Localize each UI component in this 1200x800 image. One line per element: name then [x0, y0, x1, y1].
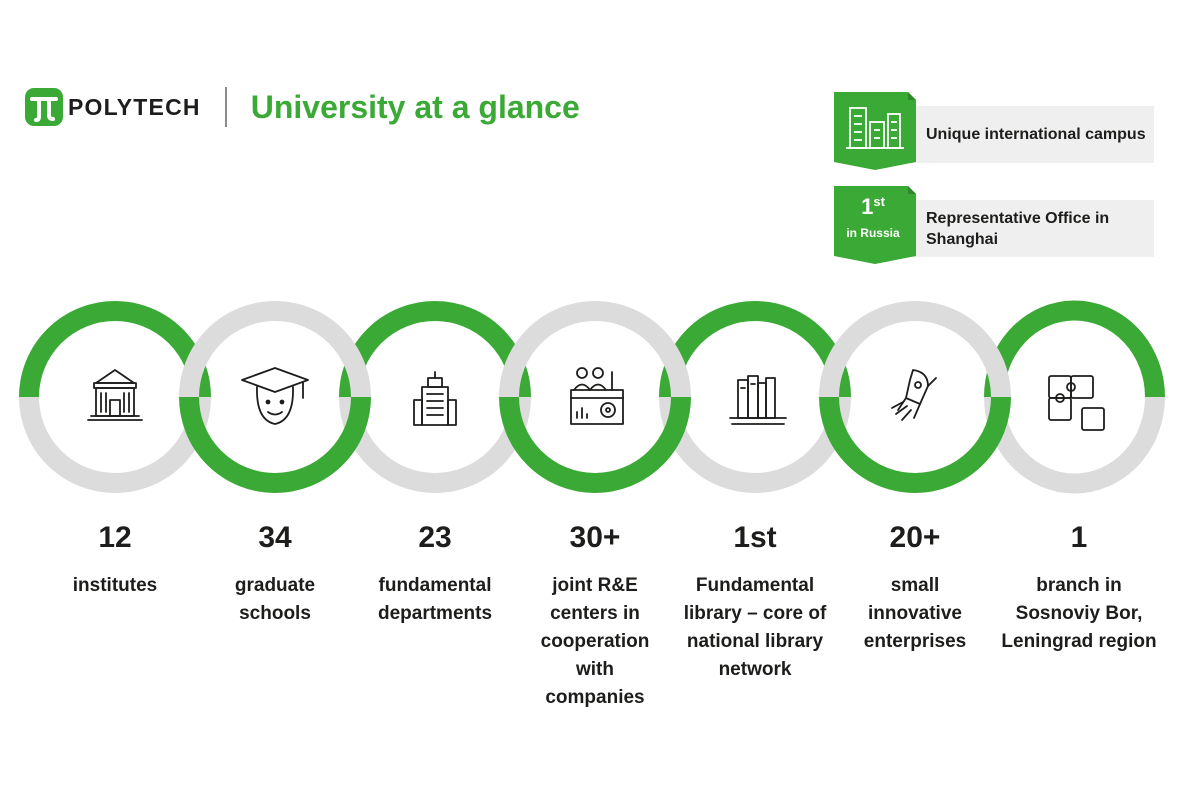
rank-badge: 1st — [861, 194, 885, 219]
stat-label: joint R&E centers in cooperation with co… — [540, 575, 650, 708]
header-divider — [224, 87, 227, 127]
stat-library: 1st Fundamental library – core of nation… — [670, 520, 840, 684]
stat-number: 1 — [1070, 521, 1088, 554]
books-icon — [729, 375, 787, 425]
stat-label: Fundamental library – core of national l… — [683, 575, 827, 680]
graduate-cap-icon — [241, 367, 309, 425]
buildings-icon — [846, 107, 904, 149]
highlight-shanghai-office: 1st in Russia Representative Office in S… — [834, 186, 1154, 264]
ring-library — [659, 301, 851, 493]
page-title: University at a glance — [250, 88, 580, 125]
ring-departments — [339, 301, 531, 493]
stat-number: 23 — [418, 521, 452, 554]
header: POLYTECH University at a glance — [24, 84, 580, 130]
polytech-logo[interactable]: POLYTECH — [24, 87, 201, 127]
stat-label: small innovative enterprises — [863, 575, 967, 652]
pi-logo-icon — [25, 88, 63, 126]
ring-institutes — [19, 301, 211, 493]
stat-number: 34 — [258, 521, 292, 554]
highlight-bar — [908, 200, 1154, 257]
stat-label: institutes — [72, 575, 158, 596]
stat-label: fundamental departments — [377, 575, 493, 624]
ring-chain — [19, 300, 1165, 494]
green-flag-badge — [834, 92, 916, 170]
stat-graduate-schools: 34 graduate schools — [190, 520, 360, 628]
stat-number: 1st — [733, 521, 777, 554]
stat-departments: 23 fundamental departments — [350, 520, 520, 628]
logo-text: POLYTECH — [68, 93, 201, 120]
highlight-text: Representative Office in Shanghai — [926, 209, 1110, 248]
stat-branch: 1 branch in Sosnoviy Bor, Leningrad regi… — [994, 520, 1164, 656]
rank-subtitle: in Russia — [846, 226, 900, 240]
ring-branch — [984, 300, 1165, 494]
stat-label: branch in Sosnoviy Bor, Leningrad region — [1001, 575, 1157, 652]
stat-institutes: 12 institutes — [30, 520, 200, 600]
highlight-bar — [908, 106, 1154, 163]
ring-graduate-schools — [179, 301, 371, 493]
stat-label: graduate schools — [234, 575, 316, 624]
university-building-icon — [87, 369, 143, 421]
stat-number: 30+ — [569, 521, 621, 554]
stat-enterprises: 20+ small innovative enterprises — [830, 520, 1000, 656]
highlight-text: Unique international campus — [926, 126, 1146, 143]
highlight-campus: Unique international campus — [834, 92, 1154, 170]
research-team-icon — [570, 367, 624, 425]
office-building-icon — [413, 371, 457, 426]
ring-enterprises — [819, 301, 1011, 493]
puzzle-icon — [1048, 375, 1105, 431]
ring-research-centers — [499, 301, 691, 493]
rocket-startup-icon — [891, 369, 937, 421]
stat-number: 12 — [98, 521, 132, 554]
green-flag-badge — [834, 186, 916, 264]
stat-number: 20+ — [889, 521, 941, 554]
stat-research-centers: 30+ joint R&E centers in cooperation wit… — [510, 520, 680, 712]
